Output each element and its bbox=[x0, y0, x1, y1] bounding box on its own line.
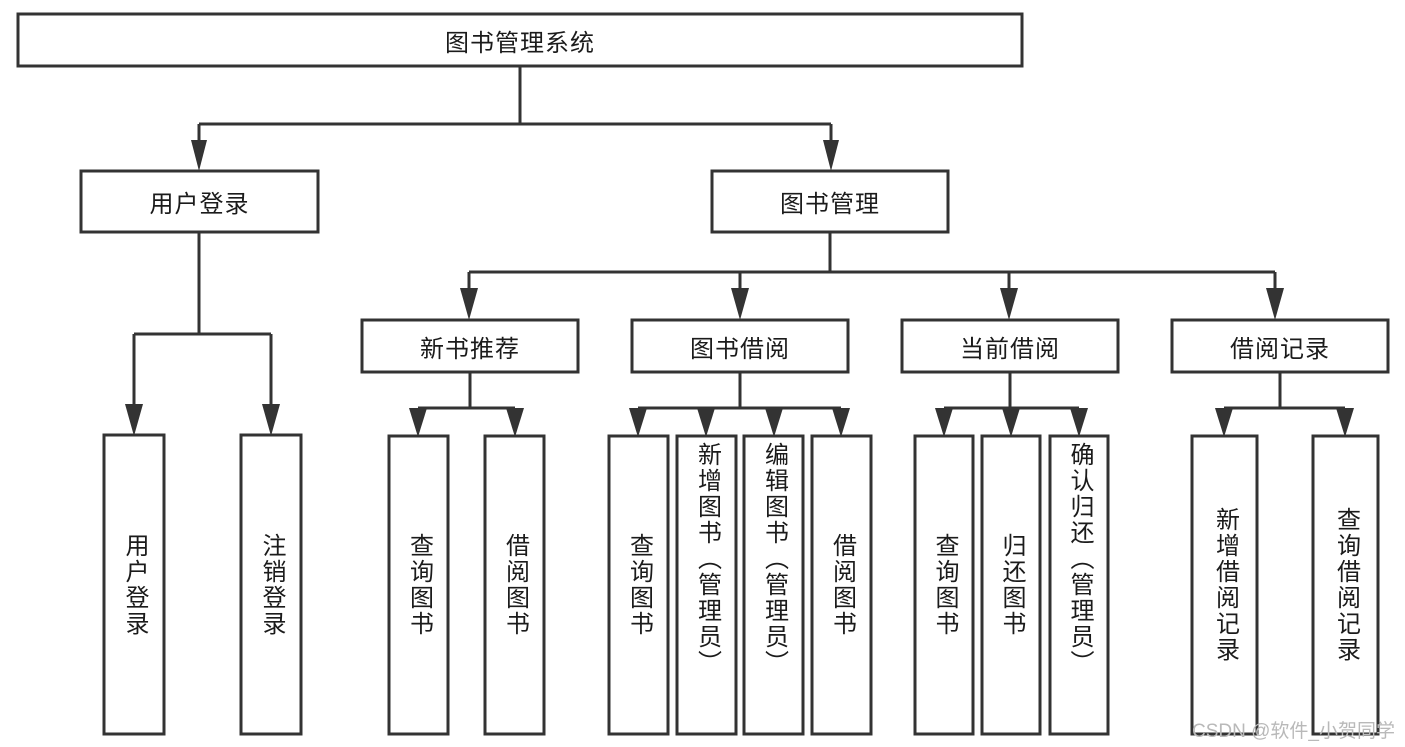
leaf-borrow-record-1[interactable] bbox=[1311, 434, 1380, 736]
arrowhead-record-leaf-2 bbox=[1336, 408, 1354, 437]
arrowhead-record-leaf-1 bbox=[1215, 408, 1233, 437]
leaf-current-borrow-1[interactable] bbox=[980, 434, 1042, 736]
arrowhead-book-to-record bbox=[1266, 288, 1284, 320]
node-user-login[interactable] bbox=[79, 169, 320, 234]
arrowhead-user-leaf-1 bbox=[125, 404, 143, 436]
arrowhead-book-to-new bbox=[460, 288, 478, 320]
node-current-borrow[interactable] bbox=[900, 318, 1120, 374]
leaf-book-borrow-3[interactable] bbox=[810, 434, 873, 736]
node-borrow-record[interactable] bbox=[1170, 318, 1390, 374]
arrowhead-borrow-leaf-4 bbox=[832, 408, 850, 437]
arrowhead-current-leaf-2 bbox=[1002, 408, 1020, 437]
leaf-book-borrow-0[interactable] bbox=[607, 434, 670, 736]
watermark-text: CSDN @软件_小贺同学 bbox=[1192, 721, 1395, 742]
arrowhead-current-leaf-3 bbox=[1070, 408, 1088, 437]
leaf-recommend-0[interactable] bbox=[387, 434, 450, 736]
leaf-recommend-1[interactable] bbox=[483, 434, 546, 736]
leaf-borrow-record-0[interactable] bbox=[1190, 434, 1259, 736]
arrowhead-recommend-leaf-1 bbox=[409, 408, 427, 437]
leaf-current-borrow-0[interactable] bbox=[913, 434, 975, 736]
arrowhead-borrow-leaf-2 bbox=[697, 408, 715, 437]
arrowhead-book-to-borrow bbox=[731, 288, 749, 320]
node-book-borrow[interactable] bbox=[630, 318, 850, 374]
leaf-book-borrow-2[interactable] bbox=[742, 434, 805, 736]
node-book-manage[interactable] bbox=[710, 169, 950, 234]
arrowhead-borrow-leaf-1 bbox=[629, 408, 647, 437]
node-root[interactable] bbox=[16, 12, 1024, 68]
arrowhead-root-to-book bbox=[823, 140, 839, 171]
leaf-book-borrow-1[interactable] bbox=[675, 434, 738, 736]
arrowhead-user-leaf-2 bbox=[262, 404, 280, 436]
arrowhead-recommend-leaf-2 bbox=[506, 408, 524, 437]
arrowhead-root-to-user bbox=[191, 140, 207, 171]
leaf-current-borrow-2[interactable] bbox=[1048, 434, 1110, 736]
node-new-book-recommend[interactable] bbox=[360, 318, 580, 374]
arrowhead-borrow-leaf-3 bbox=[765, 408, 783, 437]
arrowhead-current-leaf-1 bbox=[935, 408, 953, 437]
leaf-user-login-1[interactable] bbox=[239, 433, 303, 736]
leaf-user-login-0[interactable] bbox=[102, 433, 166, 736]
arrowhead-book-to-current bbox=[1000, 288, 1018, 320]
